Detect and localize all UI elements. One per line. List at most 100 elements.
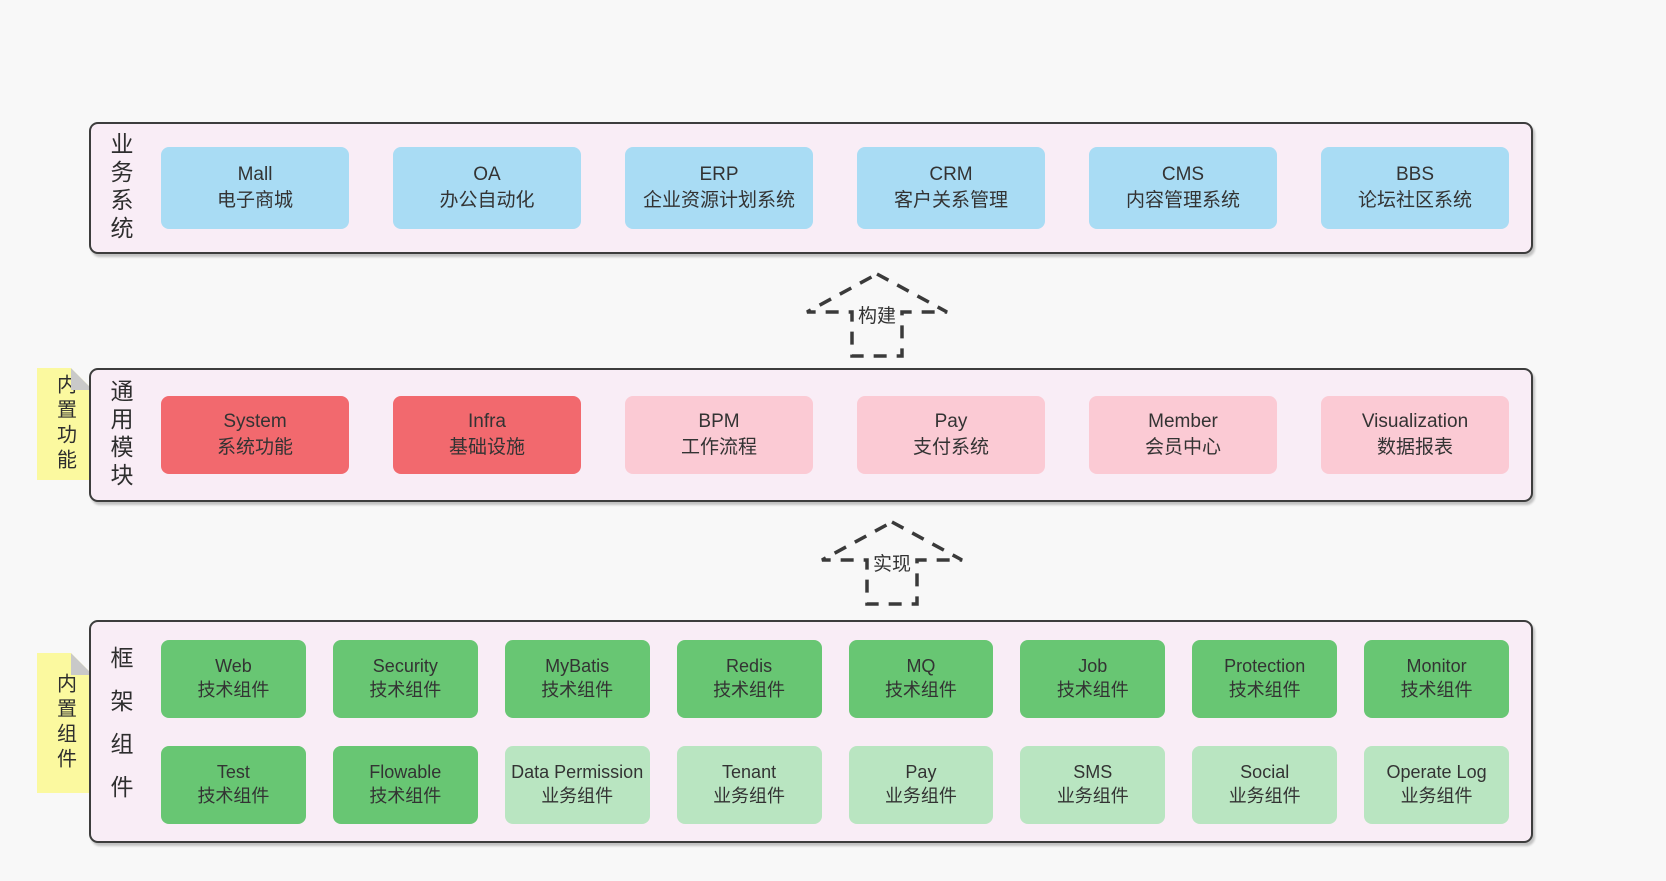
box-name: Operate Log xyxy=(1386,762,1487,783)
sticky-label: 内置功能 xyxy=(53,374,76,474)
box-desc: 内容管理系统 xyxy=(1125,190,1240,211)
box-desc: 工作流程 xyxy=(680,437,757,458)
box-name: Pay xyxy=(905,762,937,783)
box-name: BBS xyxy=(1395,164,1435,186)
arrow-up-dashed-icon xyxy=(821,520,963,606)
box-name: SMS xyxy=(1073,762,1113,783)
box-name: OA xyxy=(473,164,501,186)
sticky-label: 内置组件 xyxy=(53,673,76,773)
module-box-cms: CMS 内容管理系统 xyxy=(1089,147,1277,229)
sticky-note-builtin-components: 内置组件 xyxy=(37,653,93,793)
box-name: MyBatis xyxy=(545,656,610,677)
band-label-framework-components: 框架组件 xyxy=(107,645,133,818)
box-name: System xyxy=(223,411,287,433)
box-desc: 技术组件 xyxy=(713,679,786,700)
module-box-oa: OA 办公自动化 xyxy=(393,147,581,229)
box-name: Visualization xyxy=(1361,411,1469,433)
box-name: Web xyxy=(215,656,252,677)
module-box-mall: Mall 电子商城 xyxy=(161,147,349,229)
box-desc: 技术组件 xyxy=(197,679,270,700)
box-name: Social xyxy=(1240,762,1290,783)
box-desc: 客户关系管理 xyxy=(893,190,1008,211)
box-desc: 技术组件 xyxy=(369,679,442,700)
module-box-pay: Pay 支付系统 xyxy=(857,396,1045,474)
module-box-visualization: Visualization 数据报表 xyxy=(1321,396,1509,474)
box-desc: 基础设施 xyxy=(448,437,525,458)
box-name: Pay xyxy=(934,411,968,433)
sticky-note-builtin-features: 内置功能 xyxy=(37,368,93,480)
box-name: Test xyxy=(216,762,250,783)
box-name: Infra xyxy=(467,411,507,433)
box-name: Job xyxy=(1078,656,1108,677)
box-name: CMS xyxy=(1161,164,1205,186)
box-name: Security xyxy=(372,656,438,677)
box-desc: 技术组件 xyxy=(197,785,270,806)
box-name: Tenant xyxy=(722,762,777,783)
box-name: Monitor xyxy=(1406,656,1467,677)
implement-arrow: 实现 xyxy=(820,520,964,606)
box-desc: 电子商城 xyxy=(216,190,293,211)
arrow-label-build: 构建 xyxy=(854,301,900,328)
module-box-crm: CRM 客户关系管理 xyxy=(857,147,1045,229)
box-desc: 技术组件 xyxy=(1228,679,1301,700)
box-desc: 业务组件 xyxy=(1400,785,1473,806)
box-desc: 业务组件 xyxy=(1056,785,1129,806)
band-label-business-systems: 业务系统 xyxy=(107,132,133,244)
box-desc: 业务组件 xyxy=(884,785,957,806)
box-desc: 论坛社区系统 xyxy=(1357,190,1472,211)
box-name: CRM xyxy=(929,164,973,186)
box-desc: 业务组件 xyxy=(713,785,786,806)
box-desc: 业务组件 xyxy=(541,785,614,806)
module-box-bbs: BBS 论坛社区系统 xyxy=(1321,147,1509,229)
band-business-systems: 业务系统 Mall 电子商城 OA 办公自动化 ERP 企业资源计划系统 CRM 客户关系管理… xyxy=(89,122,1533,254)
box-desc: 支付系统 xyxy=(912,437,989,458)
box-name: BPM xyxy=(698,411,740,433)
box-desc: 企业资源计划系统 xyxy=(642,190,795,211)
band-common-modules: 通用模块 System 系统功能 Infra 基础设施 BPM 工作流程 Pay 支付系统 Me… xyxy=(89,368,1533,502)
module-box-member: Member 会员中心 xyxy=(1089,396,1277,474)
box-desc: 技术组件 xyxy=(884,679,957,700)
box-desc: 业务组件 xyxy=(1228,785,1301,806)
module-box-erp: ERP 企业资源计划系统 xyxy=(625,147,813,229)
box-desc: 技术组件 xyxy=(541,679,614,700)
box-desc: 数据报表 xyxy=(1376,437,1453,458)
box-desc: 技术组件 xyxy=(1400,679,1473,700)
box-name: ERP xyxy=(699,164,739,186)
box-name: Redis xyxy=(726,656,773,677)
band-boxes: Mall 电子商城 OA 办公自动化 ERP 企业资源计划系统 CRM 客户关系管理 CMS 内容… xyxy=(161,147,1509,229)
module-box-infra: Infra 基础设施 xyxy=(393,396,581,474)
box-name: Data Permission xyxy=(511,762,644,783)
arrow-up-dashed-icon xyxy=(806,272,948,358)
box-name: Protection xyxy=(1224,656,1306,677)
module-box-bpm: BPM 工作流程 xyxy=(625,396,813,474)
band-boxes: System 系统功能 Infra 基础设施 BPM 工作流程 Pay 支付系统 Member 会… xyxy=(161,396,1509,474)
box-desc: 技术组件 xyxy=(369,785,442,806)
box-desc: 会员中心 xyxy=(1144,437,1221,458)
box-desc: 系统功能 xyxy=(216,437,293,458)
box-desc: 技术组件 xyxy=(1056,679,1129,700)
box-name: Member xyxy=(1148,411,1218,433)
arrow-label-implement: 实现 xyxy=(869,549,915,576)
build-arrow: 构建 xyxy=(805,272,949,358)
box-name: Mall xyxy=(237,164,273,186)
box-name: MQ xyxy=(906,656,936,677)
band-label-common-modules: 通用模块 xyxy=(107,379,133,491)
box-desc: 办公自动化 xyxy=(439,190,535,211)
